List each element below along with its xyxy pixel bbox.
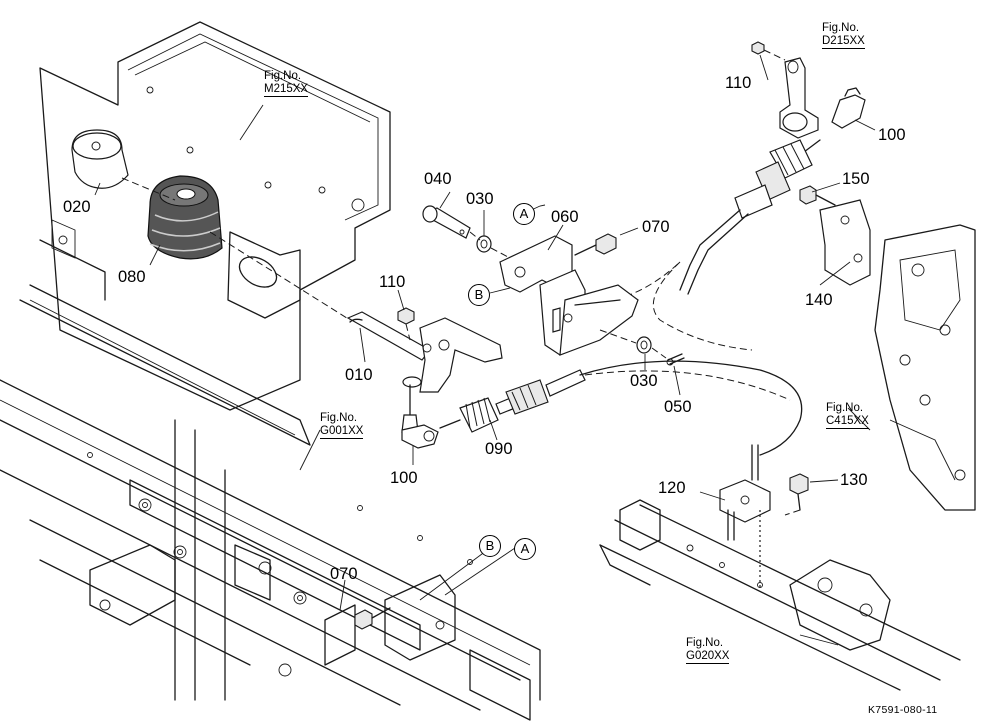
connector-marker-b-upper: B [468, 284, 490, 306]
part-label-030-lower: 030 [630, 372, 658, 390]
upper-frame-assembly [19, 21, 391, 446]
figure-ref-code: G001XX [320, 425, 364, 439]
figure-ref-caption: Fig.No. [320, 412, 358, 424]
figure-ref-c415xx: Fig.No. C415XX [826, 402, 869, 429]
part-label-110-center: 110 [379, 273, 406, 291]
part-label-110-upper: 110 [725, 74, 752, 92]
control-cable-090 [439, 360, 803, 456]
part-label-010: 010 [345, 366, 373, 384]
pin-040 [422, 205, 471, 239]
upper-cable [679, 139, 821, 295]
figure-ref-code: M215XX [264, 83, 309, 97]
arm-upper-assembly [751, 41, 866, 139]
bolt-070-lower [354, 607, 391, 630]
part-label-100-upper: 100 [878, 126, 906, 144]
bracket-060 [499, 235, 639, 356]
lower-frame-assembly [0, 379, 541, 721]
figure-ref-code: G020XX [686, 650, 730, 664]
part-label-120: 120 [658, 479, 686, 497]
part-label-030-upper: 030 [466, 190, 494, 208]
connector-marker-b-lower: B [479, 535, 501, 557]
part-label-080: 080 [118, 268, 146, 286]
figure-ref-caption: Fig.No. [264, 70, 302, 82]
part-label-140: 140 [805, 291, 833, 309]
cotter-pin-050 [666, 353, 685, 366]
right-frame-assembly [599, 499, 961, 691]
transmission-case [874, 224, 976, 511]
washer-030-lower [636, 336, 652, 354]
bolt-070-upper [574, 233, 617, 256]
rod-120 [719, 444, 771, 590]
figure-ref-code: D215XX [822, 35, 865, 49]
part-label-130: 130 [840, 471, 868, 489]
bolt-150 [799, 185, 836, 206]
figure-ref-code: C415XX [826, 415, 869, 429]
bracket-140 [819, 199, 871, 286]
shift-lever-010 [346, 311, 503, 393]
ball-joint-100-lower [401, 384, 439, 449]
part-label-020: 020 [63, 198, 91, 216]
part-label-040: 040 [424, 170, 452, 188]
connector-marker-a-upper: A [513, 203, 535, 225]
figure-ref-caption: Fig.No. [686, 637, 724, 649]
part-label-060: 060 [551, 208, 579, 226]
bolt-130 [784, 473, 809, 516]
connector-marker-a-lower: A [514, 538, 536, 560]
nut-110-center [397, 307, 415, 341]
part-label-090: 090 [485, 440, 513, 458]
figure-ref-caption: Fig.No. [822, 22, 860, 34]
figure-ref-g020xx: Fig.No. G020XX [686, 637, 730, 664]
shift-knob-020 [71, 129, 129, 189]
figure-ref-d215xx: Fig.No. D215XX [822, 22, 865, 49]
figure-ref-caption: Fig.No. [826, 402, 864, 414]
leader-lines [94, 54, 876, 646]
washer-030-upper [476, 235, 492, 253]
figure-ref-g001xx: Fig.No. G001XX [320, 412, 364, 439]
figure-ref-m215xx: Fig.No. M215XX [264, 70, 309, 97]
part-label-100-lower: 100 [390, 469, 418, 487]
part-label-070-upper: 070 [642, 218, 670, 236]
drawing-number: K7591-080-11 [868, 704, 938, 716]
part-label-070-lower: 070 [330, 565, 358, 583]
part-label-050: 050 [664, 398, 692, 416]
part-label-150: 150 [842, 170, 870, 188]
